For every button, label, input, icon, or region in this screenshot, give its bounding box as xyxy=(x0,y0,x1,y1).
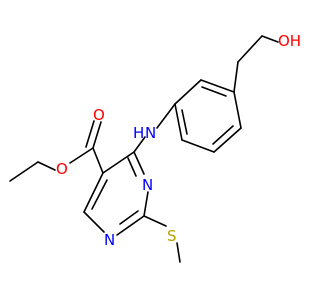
carbonyl-oxygen-label: O xyxy=(93,106,105,124)
ring-nitrogen-upper-label: N xyxy=(142,176,153,194)
sulfur-label: S xyxy=(167,227,177,245)
amine-nitrogen-label: N xyxy=(145,124,156,142)
bond-benzene-3 xyxy=(174,103,183,141)
bond-benzene-1-inner xyxy=(201,86,227,97)
bond-benzene-4 xyxy=(181,139,215,153)
bond-ethyl xyxy=(9,161,39,182)
bond-c5-carbonyl xyxy=(92,147,104,174)
hydroxyl-label: OH xyxy=(278,32,300,50)
ring-nitrogen-lower-label: N xyxy=(104,231,115,249)
bond-carbonyl-ether-o xyxy=(69,147,94,164)
bond-c-c-chain xyxy=(237,35,263,63)
bond-benzene-3-inner xyxy=(181,109,188,135)
amine-hydrogen-label: H xyxy=(133,124,144,142)
bond-ether-o-ch2 xyxy=(37,161,56,171)
background xyxy=(0,0,300,300)
bond-pyr-c5-c4 xyxy=(102,151,135,174)
bond-pyr-c6-c5 xyxy=(83,172,104,213)
bond-c2-s xyxy=(143,215,167,227)
bond-chain-ring xyxy=(233,61,239,93)
bonds xyxy=(9,35,279,263)
bond-pyr-c2-n1-inner xyxy=(119,210,139,225)
bond-benzene-6 xyxy=(233,91,242,129)
bond-s-ch3 xyxy=(176,242,181,263)
bond-carbonyl-o-2 xyxy=(85,120,95,148)
bond-pyr-c4-n3-inner xyxy=(127,157,137,177)
structure-canvas: OH N H O O N N S xyxy=(0,0,300,300)
bond-benzene-2 xyxy=(174,79,202,105)
bond-pyr-c6-c5-inner xyxy=(91,179,108,210)
bond-benzene-nh xyxy=(156,103,176,129)
bond-nh-pyrimidine xyxy=(133,136,146,153)
bond-pyr-n3-c2 xyxy=(143,191,149,217)
bond-benzene-5 xyxy=(213,127,242,153)
bond-benzene-5-inner xyxy=(212,125,234,145)
bond-pyr-n1-c6 xyxy=(83,211,105,233)
bond-benzene-1 xyxy=(200,79,235,93)
atom-labels: OH N H O O N N S xyxy=(56,32,300,249)
ether-oxygen-label: O xyxy=(56,160,68,178)
bond-pyr-c2-n1 xyxy=(116,215,145,236)
bond-carbonyl-o-1 xyxy=(92,121,102,149)
bond-pyr-c4-n3 xyxy=(133,151,145,175)
bond-oh-c xyxy=(261,35,279,43)
